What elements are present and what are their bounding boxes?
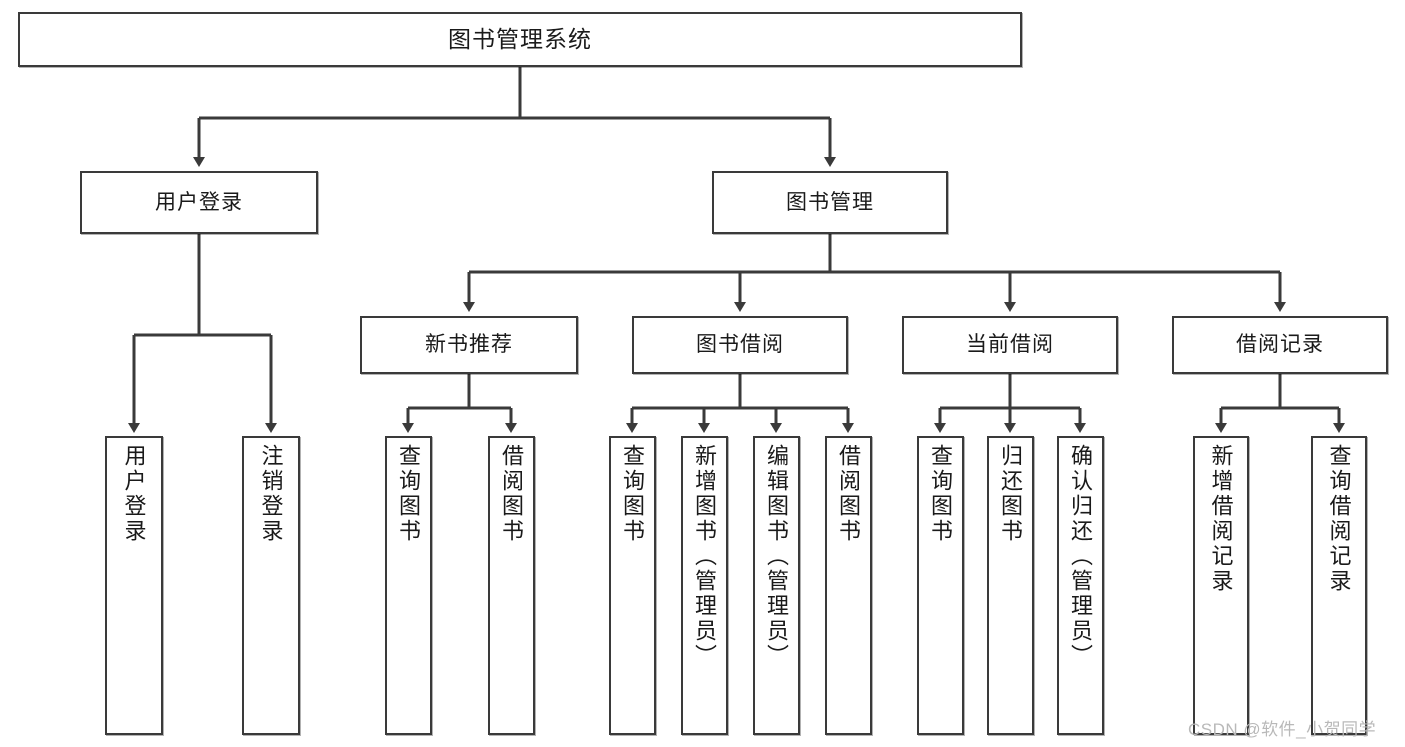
node-leaf-query-borrow-record[interactable]: 查询借阅记录	[1311, 436, 1367, 735]
node-leaf-user-login[interactable]: 用户登录	[105, 436, 163, 735]
node-label: 编辑图书（管理员）	[764, 444, 790, 669]
node-label: 新书推荐	[425, 333, 513, 357]
node-label: 当前借阅	[966, 333, 1054, 357]
node-current-borrow[interactable]: 当前借阅	[902, 316, 1118, 374]
node-leaf-borrow-book[interactable]: 借阅图书	[825, 436, 872, 735]
csdn-watermark: CSDN @软件_小贺同学	[1188, 720, 1377, 739]
node-label: 查询图书	[620, 444, 646, 544]
node-label: 图书管理	[786, 190, 874, 214]
node-label: 用户登录	[155, 190, 243, 214]
node-new-book-recommend[interactable]: 新书推荐	[360, 316, 578, 374]
node-leaf-query-book-recommend[interactable]: 查询图书	[385, 436, 432, 735]
node-leaf-query-book-current[interactable]: 查询图书	[917, 436, 964, 735]
node-label: 查询借阅记录	[1326, 444, 1352, 594]
node-book-borrow[interactable]: 图书借阅	[632, 316, 848, 374]
node-label: 归还图书	[998, 444, 1024, 544]
node-label: 查询图书	[396, 444, 422, 544]
node-leaf-logout[interactable]: 注销登录	[242, 436, 300, 735]
node-label: 新增借阅记录	[1208, 444, 1234, 594]
node-label: 新增图书（管理员）	[692, 444, 718, 669]
node-book-management-system[interactable]: 图书管理系统	[18, 12, 1022, 67]
node-label: 用户登录	[121, 444, 147, 544]
node-leaf-return-book[interactable]: 归还图书	[987, 436, 1034, 735]
node-label: 借阅记录	[1236, 333, 1324, 357]
node-leaf-add-borrow-record[interactable]: 新增借阅记录	[1193, 436, 1249, 735]
node-label: 查询图书	[928, 444, 954, 544]
node-label: 确认归还（管理员）	[1068, 444, 1094, 669]
node-borrow-record[interactable]: 借阅记录	[1172, 316, 1388, 374]
node-label: 图书管理系统	[448, 25, 592, 52]
node-leaf-borrow-book-recommend[interactable]: 借阅图书	[488, 436, 535, 735]
node-user-login[interactable]: 用户登录	[80, 171, 318, 234]
node-leaf-add-book-admin[interactable]: 新增图书（管理员）	[681, 436, 728, 735]
node-book-management[interactable]: 图书管理	[712, 171, 948, 234]
node-label: 借阅图书	[499, 444, 525, 544]
node-label: 图书借阅	[696, 333, 784, 357]
node-leaf-confirm-return-admin[interactable]: 确认归还（管理员）	[1057, 436, 1104, 735]
node-label: 注销登录	[258, 444, 284, 544]
node-label: 借阅图书	[836, 444, 862, 544]
node-leaf-edit-book-admin[interactable]: 编辑图书（管理员）	[753, 436, 800, 735]
node-leaf-query-book-borrow[interactable]: 查询图书	[609, 436, 656, 735]
